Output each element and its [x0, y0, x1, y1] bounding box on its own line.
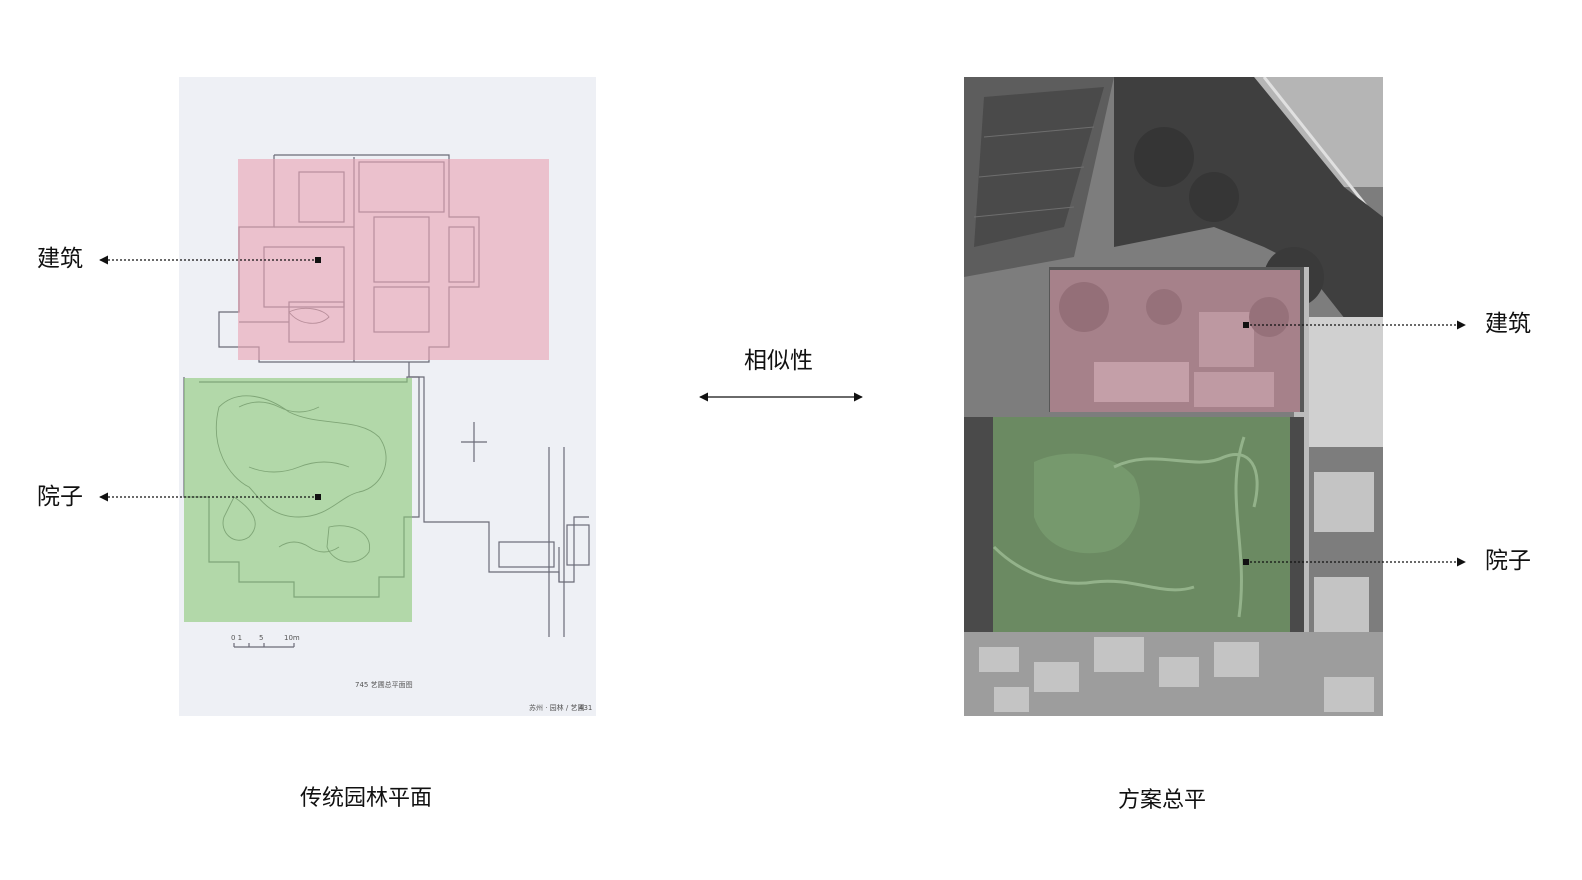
left-courtyard-label: 院子 — [37, 484, 83, 510]
scale-tick-0: 0 1 — [231, 634, 242, 642]
similarity-label: 相似性 — [744, 348, 813, 374]
right-caption: 方案总平 — [1118, 788, 1207, 813]
scale-tick-5: 5 — [259, 634, 263, 642]
page-footer: 苏州 · 园林 / 艺圃 — [529, 703, 584, 712]
left-caption: 传统园林平面 — [300, 786, 433, 811]
scale-tick-10: 10m — [284, 634, 300, 642]
aerial-photo-drawing — [964, 77, 1383, 716]
garden-plan-drawing: 0 1 5 10m 745 艺圃总平面图 苏州 · 园林 / 艺圃 431 — [183, 154, 592, 712]
right-courtyard-label: 院子 — [1485, 548, 1531, 574]
right-building-label: 建筑 — [1485, 311, 1531, 337]
plan-caption: 745 艺圃总平面图 — [355, 680, 413, 689]
scheme-site-plan — [964, 77, 1383, 716]
left-building-label: 建筑 — [37, 246, 83, 272]
page-number: 431 — [579, 704, 592, 712]
traditional-garden-plan: 0 1 5 10m 745 艺圃总平面图 苏州 · 园林 / 艺圃 431 — [179, 77, 596, 716]
